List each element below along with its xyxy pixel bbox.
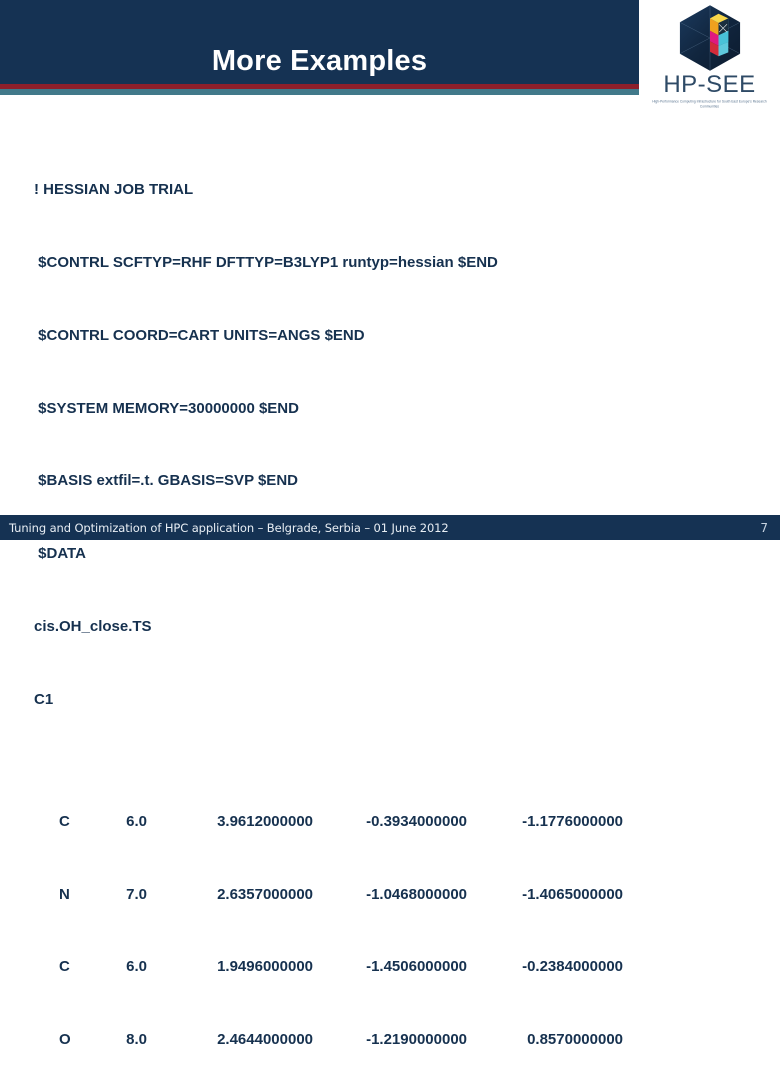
- code-line: $BASIS extfil=.t. GBASIS=SVP $END: [34, 472, 298, 490]
- atom-row: N 7.0 2.6357000000 -1.0468000000 -1.40650000…: [34, 858, 746, 903]
- atom-z: -0.2384000000: [522, 958, 624, 976]
- atom-x: 1.9496000000: [217, 958, 314, 976]
- atom-row: C 6.0 3.9612000000 -0.3934000000 -1.17760000…: [34, 785, 746, 830]
- atom-y: -1.0468000000: [366, 885, 468, 903]
- code-line: C1: [34, 691, 54, 709]
- atom-x: 3.9612000000: [217, 812, 314, 830]
- code-line: $DATA: [34, 545, 86, 563]
- footer-band: Tuning and Optimization of HPC applicati…: [0, 515, 780, 540]
- footer-text: Tuning and Optimization of HPC applicati…: [9, 520, 449, 535]
- slide-root: More Examples: [0, 0, 780, 1048]
- atom-row: C 6.0 1.9496000000 -1.4506000000 -0.23840000…: [34, 931, 746, 975]
- gamess-input-listing: ! HESSIAN JOB TRIAL $CONTRL SCFTYP=RHF D…: [34, 105, 746, 1080]
- hp-see-logo-block: HP-SEE High-Performance Computing Infras…: [639, 0, 780, 112]
- atom-z: -1.1776000000: [522, 812, 624, 830]
- atom-z: -1.4065000000: [522, 885, 624, 903]
- page-number: 7: [760, 520, 768, 535]
- header-rule-teal: [0, 89, 648, 95]
- hp-see-wordmark: HP-SEE: [663, 71, 756, 98]
- atom-charge: 6.0: [126, 812, 148, 830]
- code-line: $CONTRL SCFTYP=RHF DFTTYP=B3LYP1 runtyp=…: [34, 253, 498, 271]
- atom-y: -1.2190000000: [366, 1031, 468, 1049]
- atom-x: 2.6357000000: [217, 885, 314, 903]
- atom-charge: 7.0: [126, 885, 148, 903]
- atom-y: -0.3934000000: [366, 812, 468, 830]
- atom-x: 2.4644000000: [217, 1031, 314, 1049]
- atom-charge: 8.0: [126, 1031, 148, 1049]
- atom-symbol: C: [59, 958, 70, 976]
- atom-row: Pd46.0-0.41810000000.1491000000-0.481900…: [34, 1077, 746, 1080]
- code-line: $CONTRL COORD=CART UNITS=ANGS $END: [34, 326, 365, 344]
- page-title: More Examples: [211, 44, 428, 77]
- atom-symbol: C: [59, 812, 70, 830]
- code-line: $SYSTEM MEMORY=30000000 $END: [34, 399, 299, 417]
- atom-row: O 8.0 2.4644000000 -1.2190000000 0.857000000…: [34, 1004, 746, 1048]
- atom-z: 0.8570000000: [527, 1031, 624, 1049]
- atom-charge: 6.0: [126, 958, 148, 976]
- code-line: cis.OH_close.TS: [34, 618, 152, 636]
- code-line: ! HESSIAN JOB TRIAL: [34, 180, 194, 198]
- atom-y: -1.4506000000: [366, 958, 468, 976]
- header-rule-red: [0, 84, 648, 89]
- hp-see-tagline: High-Performance Computing Infrastructur…: [652, 98, 767, 110]
- header-band: [0, 0, 639, 84]
- atom-symbol: O: [59, 1031, 71, 1049]
- hp-see-cube-logo-icon: [679, 5, 740, 71]
- atom-symbol: N: [59, 885, 70, 903]
